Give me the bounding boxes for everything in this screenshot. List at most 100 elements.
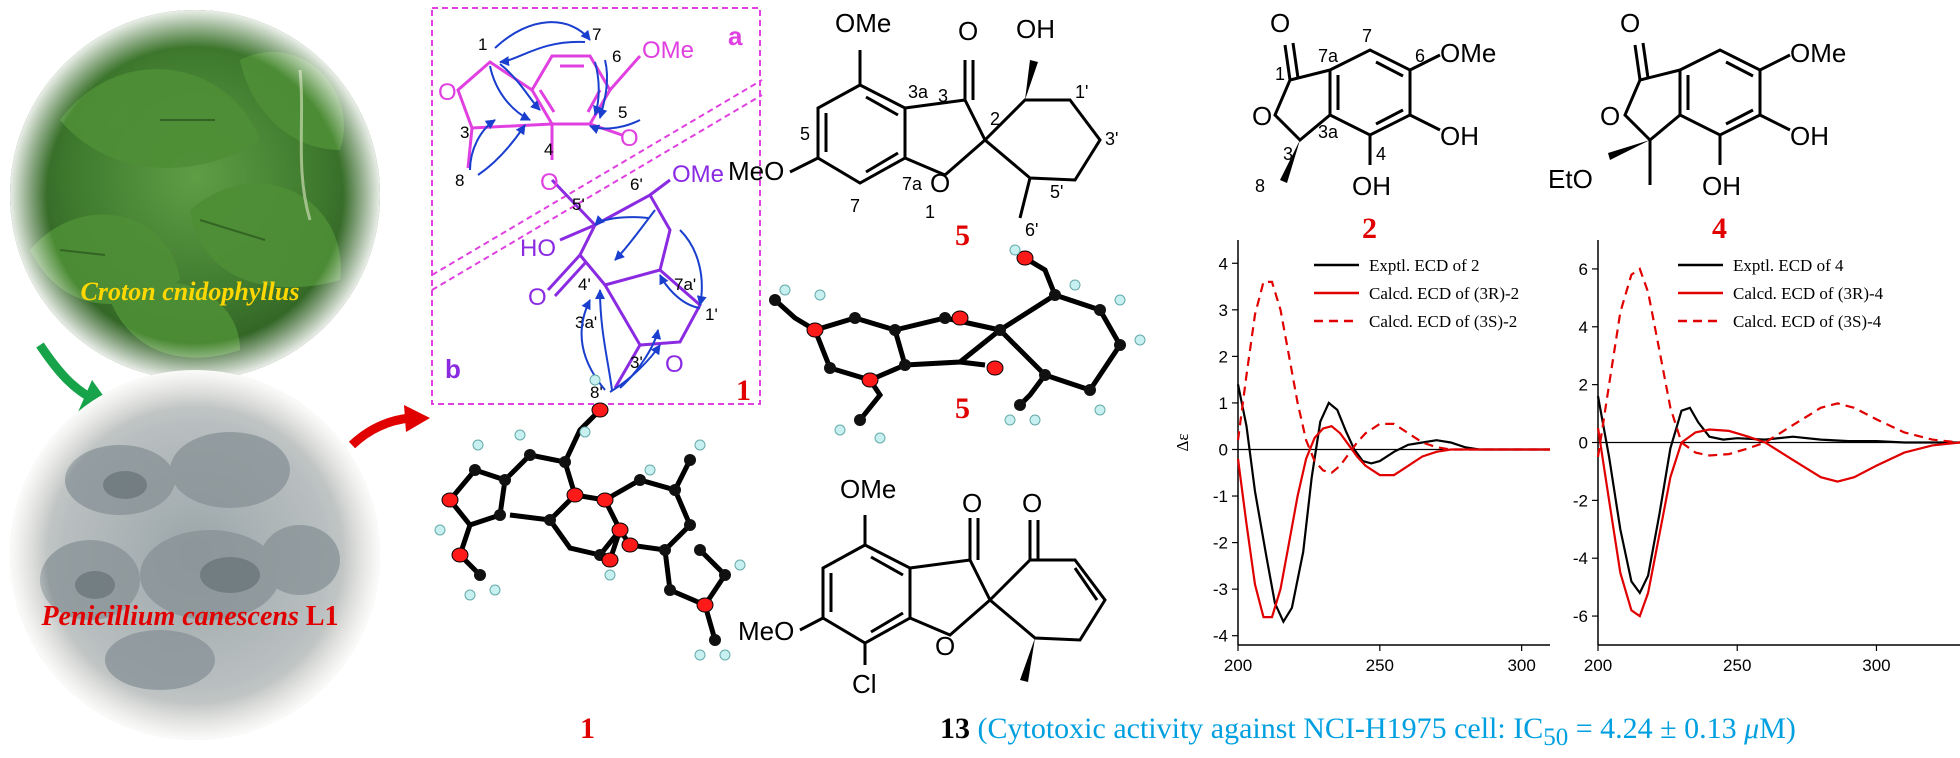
compound-2-label: 2	[1362, 212, 1377, 245]
carbonyl-oxygen: O	[962, 488, 982, 518]
series-line	[1596, 267, 1960, 458]
atom-label: 3	[938, 86, 948, 106]
methoxy-group: OMe	[642, 37, 694, 64]
series-line	[1596, 396, 1960, 596]
caption-unit-prefix: μ	[1744, 712, 1760, 745]
oxygen-atom: O	[438, 79, 457, 106]
atom-label: 8	[455, 171, 464, 190]
atom-label: 7a	[1318, 46, 1339, 66]
y-tick-label: 1	[1219, 394, 1228, 413]
y-tick-label: 2	[1579, 376, 1588, 395]
hydroxy-group: OH	[1702, 171, 1741, 201]
series-line	[1236, 280, 1550, 475]
carbonyl-oxygen: O	[1620, 8, 1640, 38]
oxygen-atom: O	[1252, 101, 1272, 131]
fragment-box	[431, 7, 761, 405]
atom-label: 4	[1376, 144, 1386, 164]
compound-2-structure: O O OMe OH OH 1 7a 7 6 3 3a 4 8	[1252, 8, 1496, 201]
atom-label: 5	[618, 103, 627, 122]
atom-label: 7a'	[674, 275, 696, 294]
hydroxy-group: OH	[1352, 171, 1391, 201]
y-tick-label: 4	[1219, 254, 1228, 273]
fungus-culture-photo	[10, 370, 380, 740]
x-tick-label: 250	[1723, 656, 1751, 675]
caption-text-mid: = 4.24 ± 0.13	[1568, 712, 1745, 745]
compound-5-label: 5	[955, 219, 970, 252]
atom-label: 3	[1283, 144, 1293, 164]
y-tick-label: -4	[1213, 627, 1228, 646]
y-tick-label: 3	[1219, 301, 1228, 320]
plant-species-label: Croton cnidophyllus	[81, 277, 300, 306]
atom-label: 4'	[578, 275, 591, 294]
series-line	[1236, 384, 1550, 625]
y-tick-label: 6	[1579, 260, 1588, 279]
y-tick-label: -4	[1573, 549, 1588, 568]
compound-1-crystal-structure	[434, 374, 746, 661]
atom-label: 1	[925, 202, 935, 222]
y-tick-label: -1	[1213, 487, 1228, 506]
atom-label: 2	[990, 109, 1000, 129]
atom-label: 7	[1362, 26, 1372, 46]
atom-label: 1'	[1075, 82, 1088, 102]
atom-label: 5'	[1050, 182, 1063, 202]
hydroxy-group: OH	[1790, 121, 1829, 151]
fragment-a-label: a	[728, 21, 743, 51]
atom-label: 1	[478, 35, 487, 54]
atom-label: 3a	[908, 82, 929, 102]
carbonyl-oxygen: O	[528, 284, 547, 311]
methoxy-group: OMe	[672, 161, 724, 188]
methoxy-group: OMe	[835, 8, 891, 38]
y-tick-label: 0	[1219, 440, 1228, 459]
fungus-strain-label: L1	[306, 601, 339, 632]
fungus-species-label: Penicillium canescens L1	[40, 601, 338, 632]
atom-label: 7	[592, 25, 601, 44]
caption-compound-number: 13	[940, 712, 970, 745]
atom-label: 6	[1415, 46, 1425, 66]
atom-label: 1'	[705, 305, 718, 324]
compound-5-structure: OMe MeO O OH O 3 3a 2 1' 3' 5' 6' 5 7 7a…	[728, 8, 1118, 240]
legend-entry: Exptl. ECD of 4	[1733, 256, 1844, 275]
oxygen-atom: O	[930, 168, 950, 198]
compound-1-crystal-label: 1	[580, 712, 595, 745]
atom-label: 6	[612, 47, 621, 66]
atom-label: 3'	[1105, 129, 1118, 149]
hydroxy-group: OH	[1016, 14, 1055, 44]
hydroxy-group: OH	[1440, 121, 1479, 151]
x-tick-label: 200	[1224, 656, 1252, 675]
oxygen-atom: O	[935, 631, 955, 661]
methoxy-group: MeO	[728, 156, 784, 186]
series-line	[1596, 427, 1960, 618]
oxygen-atom: O	[1600, 101, 1620, 131]
compound-13-structure: OMe MeO Cl O O O	[738, 474, 1107, 699]
x-tick-label: 250	[1366, 656, 1394, 675]
cytotoxicity-caption: 13 (Cytotoxic activity against NCI-H1975…	[940, 712, 1796, 752]
atom-label: 7	[850, 196, 860, 216]
x-tick-label: 300	[1862, 656, 1890, 675]
y-axis-label: Δε	[1173, 433, 1192, 451]
ethoxy-group: EtO	[1548, 164, 1593, 194]
legend-entry: Calcd. ECD of (3R)-4	[1733, 284, 1884, 303]
atom-label: 8'	[590, 383, 603, 402]
legend-entry: Calcd. ECD of (3S)-4	[1733, 312, 1882, 331]
atom-label: 7a	[902, 174, 923, 194]
compound-4-label: 4	[1712, 212, 1727, 245]
y-tick-label: 2	[1219, 347, 1228, 366]
compound-5-crystal-structure	[769, 244, 1146, 444]
oxygen-atom: O	[665, 351, 684, 378]
y-tick-label: 4	[1579, 318, 1588, 337]
atom-label: 3a'	[575, 313, 597, 332]
carbonyl-oxygen: O	[1022, 488, 1042, 518]
compound-1-structure: a b 1 7 6 5 4 3 8 O OMe O	[431, 7, 763, 405]
atom-label: 3	[460, 123, 469, 142]
fragment-b-label: b	[445, 354, 461, 384]
methoxy-group: MeO	[738, 616, 794, 646]
compound-1-label: 1	[736, 374, 751, 407]
atom-label: 1	[1275, 64, 1285, 84]
atom-label: 4	[544, 140, 553, 159]
caption-subscript: 50	[1543, 724, 1569, 751]
atom-label: 3a	[1318, 122, 1339, 142]
legend-entry: Calcd. ECD of (3R)-2	[1369, 284, 1519, 303]
